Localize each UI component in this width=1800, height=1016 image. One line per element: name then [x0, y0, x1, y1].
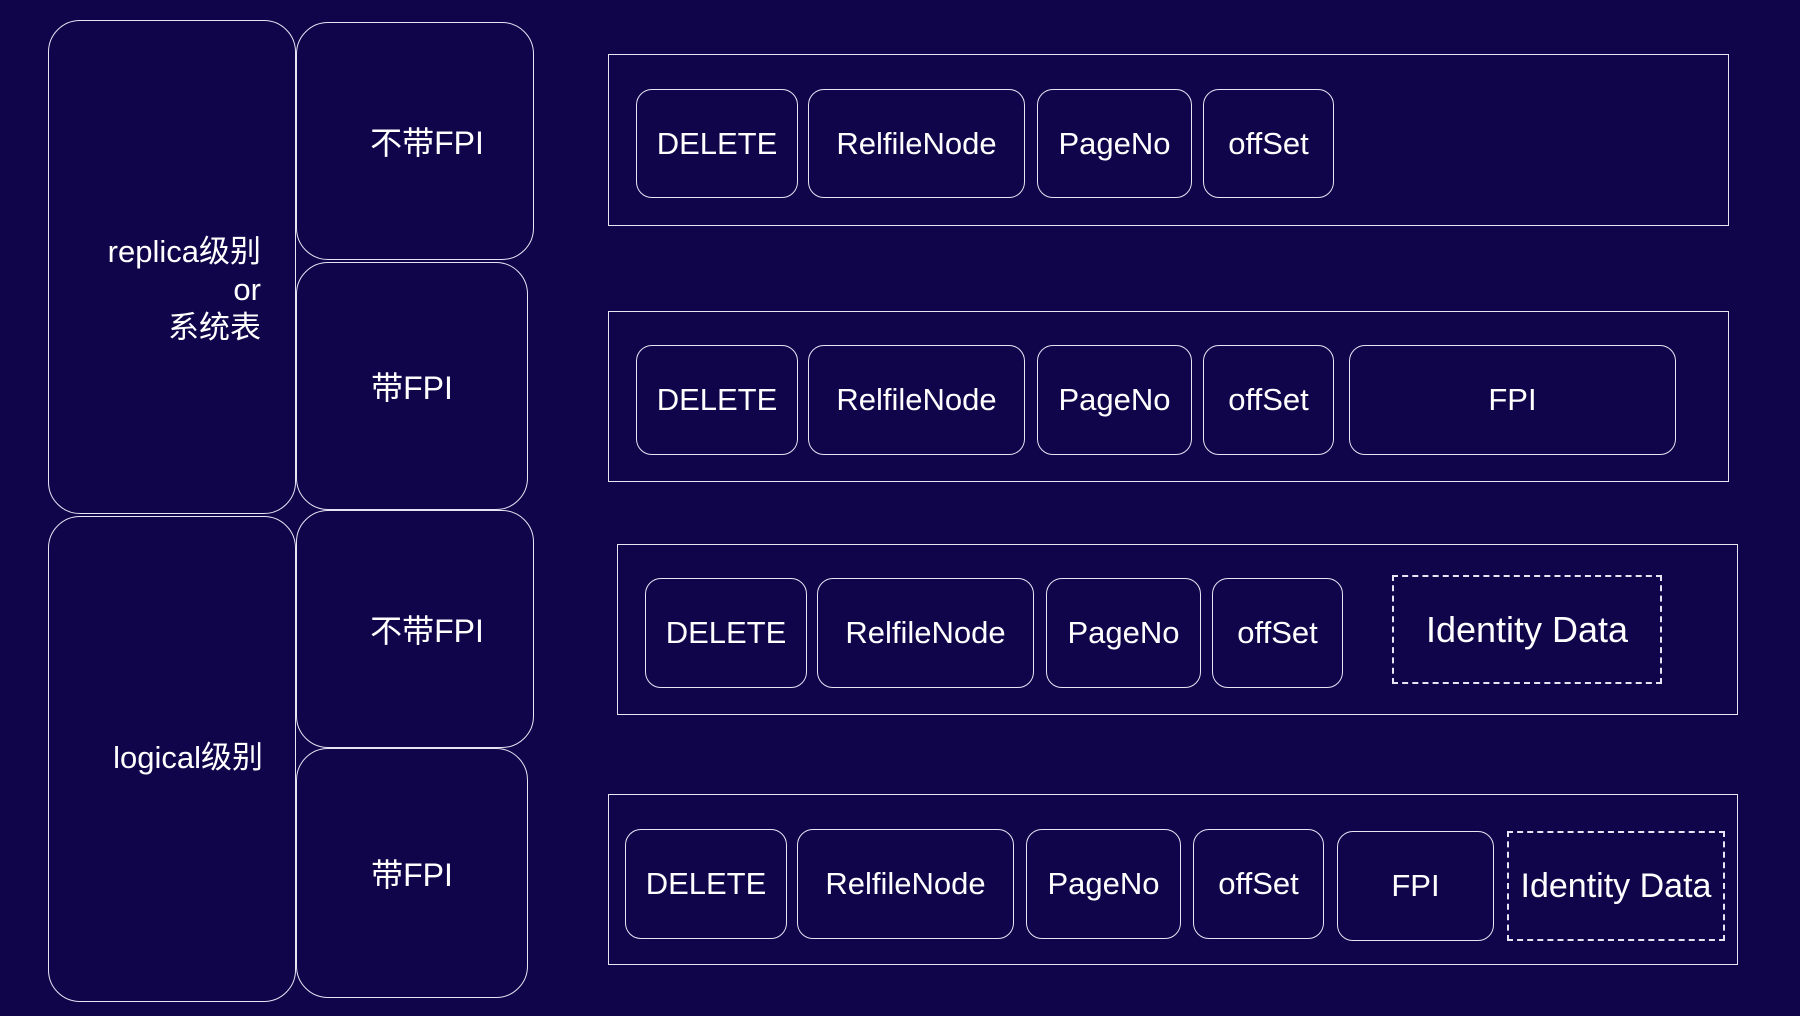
variant-logical-fpi-label: 带FPI: [371, 857, 453, 893]
level-replica-box: replica级别 or 系统表: [48, 20, 296, 514]
record-2-field-fpi: FPI: [1349, 345, 1676, 455]
variant-logical-no-fpi-label: 不带FPI: [370, 613, 484, 649]
variant-replica-fpi-label: 带FPI: [371, 370, 453, 406]
record-4-field-pageno: PageNo: [1026, 829, 1181, 939]
record-2-field-pageno: PageNo: [1037, 345, 1192, 455]
level-replica-label: replica级别 or 系统表: [108, 233, 261, 347]
record-4-field-offset: offSet: [1193, 829, 1324, 939]
record-3-identity-data: Identity Data: [1392, 575, 1662, 684]
record-row-3: [617, 544, 1738, 715]
variant-logical-no-fpi: 不带FPI: [296, 510, 534, 748]
variant-logical-fpi: 带FPI: [296, 748, 528, 998]
record-3-field-pageno: PageNo: [1046, 578, 1201, 688]
record-4-identity-data: Identity Data: [1507, 831, 1725, 941]
record-4-field-relfilenode: RelfileNode: [797, 829, 1014, 939]
level-replica-label-line-3: 系统表: [168, 310, 261, 345]
record-3-field-delete: DELETE: [645, 578, 807, 688]
level-logical-box: logical级别: [48, 516, 296, 1002]
record-3-field-offset: offSet: [1212, 578, 1343, 688]
record-4-field-fpi: FPI: [1337, 831, 1494, 941]
record-2-field-relfilenode: RelfileNode: [808, 345, 1025, 455]
record-row-4: [608, 794, 1738, 965]
variant-replica-no-fpi: 不带FPI: [296, 22, 534, 260]
record-2-field-delete: DELETE: [636, 345, 798, 455]
level-replica-label-line-1: replica级别: [107, 234, 261, 269]
record-1-field-pageno: PageNo: [1037, 89, 1192, 198]
record-2-field-offset: offSet: [1203, 345, 1334, 455]
level-replica-label-line-2: or: [233, 272, 261, 307]
record-3-field-relfilenode: RelfileNode: [817, 578, 1034, 688]
record-1-field-delete: DELETE: [636, 89, 798, 198]
record-row-2: [608, 311, 1729, 482]
record-row-1: [608, 54, 1729, 226]
variant-replica-no-fpi-label: 不带FPI: [370, 125, 484, 161]
level-logical-label: logical级别: [113, 739, 263, 777]
record-1-field-relfilenode: RelfileNode: [808, 89, 1025, 198]
record-4-field-delete: DELETE: [625, 829, 787, 939]
level-logical-label-line-1: logical级别: [113, 740, 263, 775]
record-1-field-offset: offSet: [1203, 89, 1334, 198]
variant-replica-fpi: 带FPI: [296, 262, 528, 510]
